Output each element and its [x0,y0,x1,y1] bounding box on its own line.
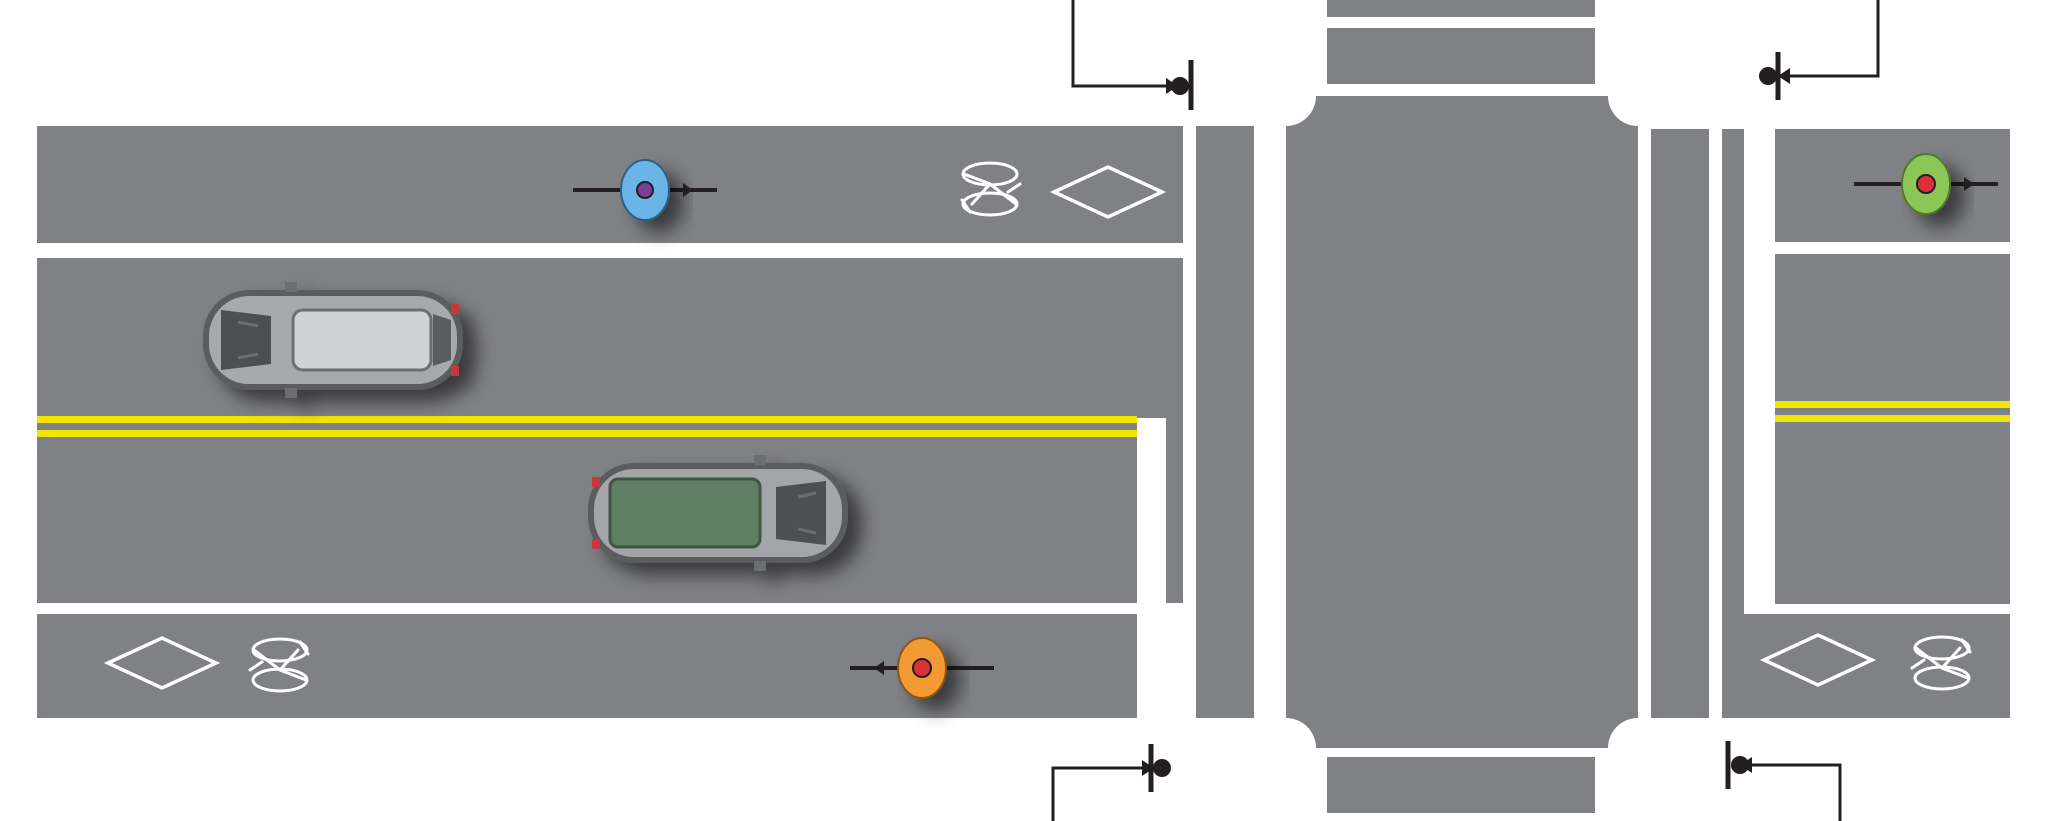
bike-lane-symbols [103,161,1972,693]
east-eastbound-bike-lane [1722,614,2010,718]
bike-signal-icon [1725,741,1842,821]
car-icon [586,453,850,573]
westbound-bike-lane [37,126,1183,243]
stop-bar-east [1744,129,1775,425]
diamond-icon [1759,633,1877,687]
cyclist-icon [1854,153,1998,215]
centerline-west [37,416,1137,437]
cyclist-icon [850,637,994,699]
cyclists [573,153,1998,699]
bike-signal-icon [1051,744,1171,821]
bike-signal-icon [1071,0,1194,110]
stop-bar-west [1137,418,1166,718]
cyclist-icon [573,159,717,221]
diamond-icon [1049,165,1167,219]
centerline-east [1775,401,2010,422]
road-surface [37,0,2010,813]
bike-signal-icon [1759,0,1880,100]
diamond-icon [103,636,221,690]
bike-signals [1051,0,1880,821]
car-icon [201,280,465,400]
lane-markings [37,129,2010,718]
